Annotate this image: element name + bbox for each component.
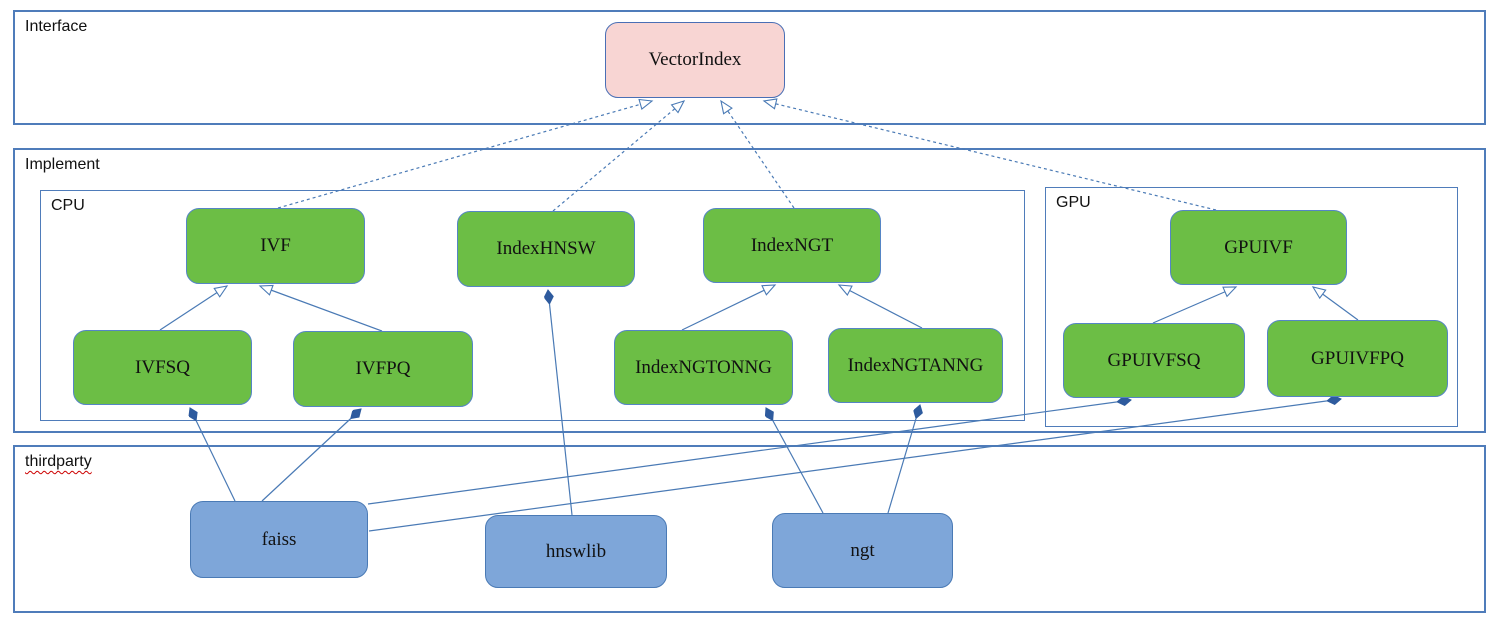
interface-box-vectorindex[interactable]: VectorIndex — [605, 22, 785, 98]
library-box-ngt[interactable]: ngt — [772, 513, 953, 588]
class-box-label: IndexHNSW — [496, 238, 596, 259]
class-box-label: GPUIVFSQ — [1107, 349, 1201, 371]
container-interface-label: Interface — [25, 18, 88, 35]
class-box-label: IVF — [260, 235, 291, 256]
class-box-indexngtonng[interactable]: IndexNGTONNG — [614, 330, 793, 405]
library-box-label: faiss — [261, 528, 297, 550]
class-box-ivfsq[interactable]: IVFSQ — [73, 330, 252, 405]
class-box-indexhnsw[interactable]: IndexHNSW — [457, 211, 635, 287]
class-box-ivf[interactable]: IVF — [186, 208, 365, 284]
class-box-label: IndexNGTANNG — [847, 354, 984, 376]
library-box-hnswlib[interactable]: hnswlib — [485, 515, 667, 588]
class-box-ivfpq[interactable]: IVFPQ — [293, 331, 473, 407]
class-box-gpuivfpq[interactable]: GPUIVFPQ — [1267, 320, 1448, 397]
class-box-gpuivfsq[interactable]: GPUIVFSQ — [1063, 323, 1245, 398]
class-box-indexngtanng[interactable]: IndexNGTANNG — [828, 328, 1003, 403]
container-implement-label: Implement — [25, 156, 100, 173]
class-box-label: GPUIVF — [1224, 236, 1293, 258]
container-thirdparty-label: thirdparty — [25, 453, 92, 470]
interface-box-label: VectorIndex — [648, 49, 742, 70]
class-box-label: GPUIVFPQ — [1311, 347, 1404, 369]
container-cpu-label: CPU — [51, 197, 85, 214]
container-gpu-label: GPU — [1056, 194, 1091, 211]
library-box-label: hnswlib — [545, 540, 607, 562]
library-box-label: ngt — [850, 539, 875, 561]
class-box-label: IndexNGTONNG — [635, 356, 772, 378]
class-box-label: IVFSQ — [135, 356, 190, 378]
class-box-indexngt[interactable]: IndexNGT — [703, 208, 881, 283]
class-box-label: IndexNGT — [750, 234, 834, 256]
library-box-faiss[interactable]: faiss — [190, 501, 368, 578]
class-box-gpuivf[interactable]: GPUIVF — [1170, 210, 1347, 285]
class-box-label: IVFPQ — [355, 358, 411, 379]
